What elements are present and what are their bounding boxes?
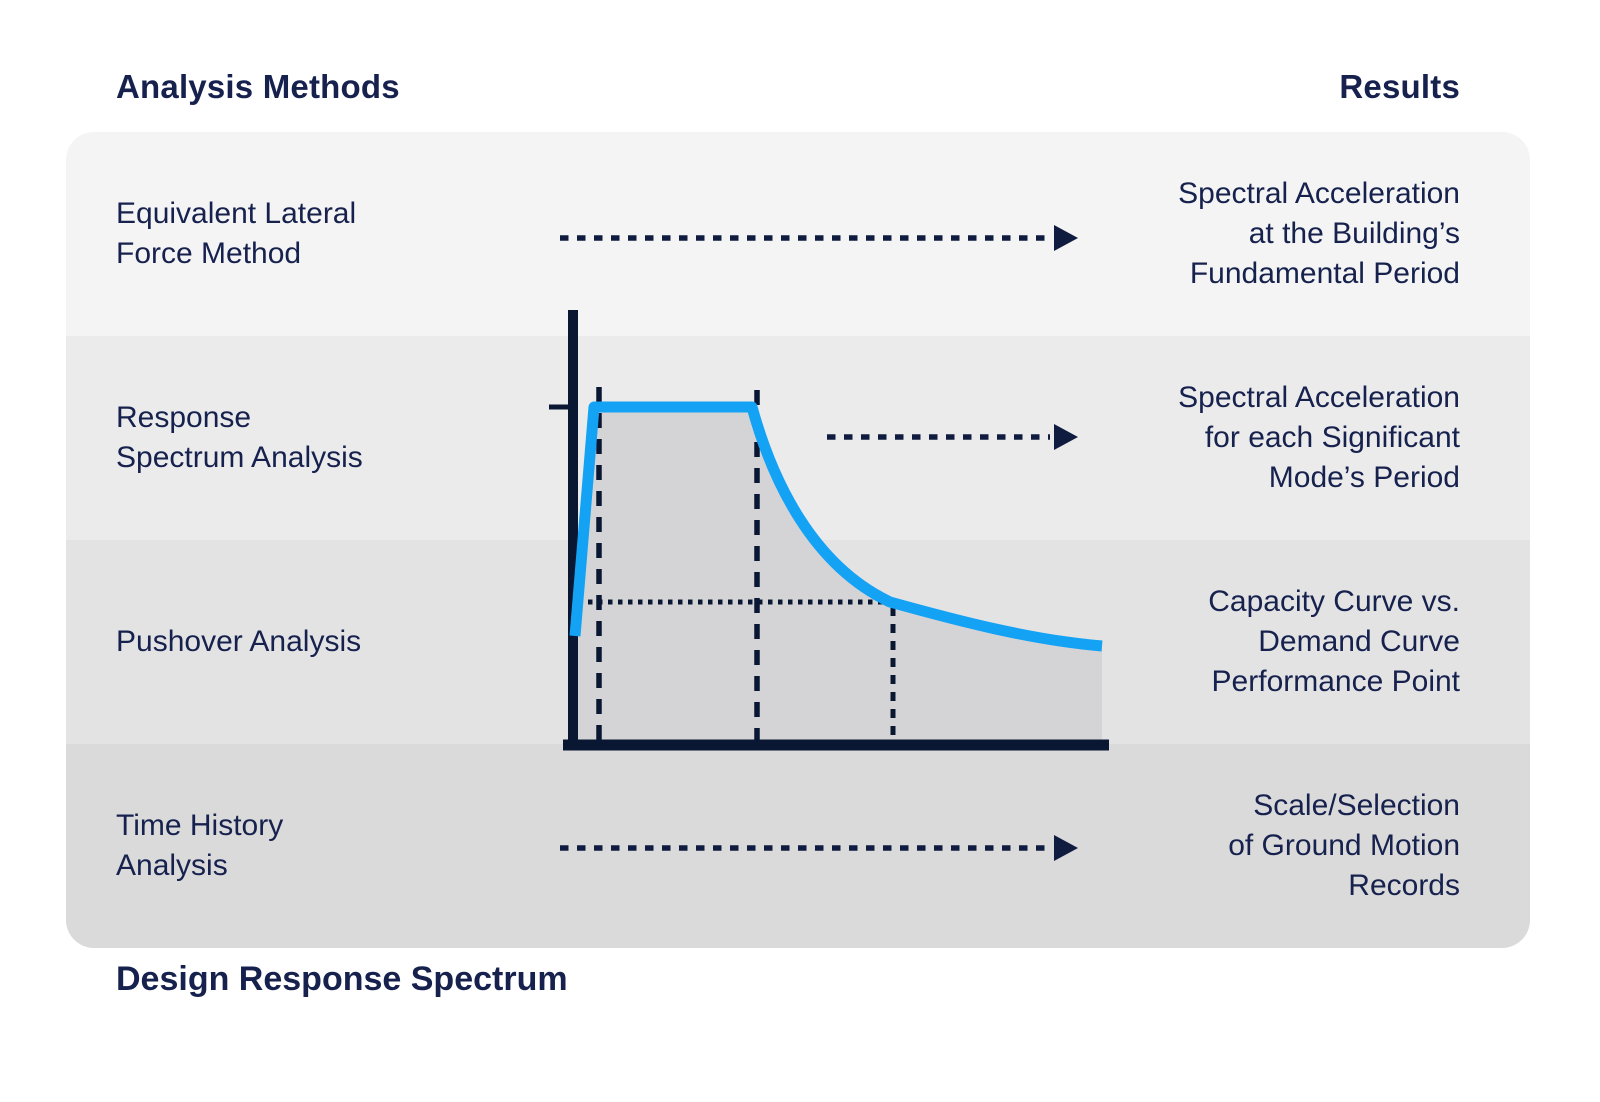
result-label-spectral-acceleration-fundamental: Spectral Acceleration at the Building’s … [1178,174,1460,294]
result-line: Performance Point [1211,665,1460,698]
method-line: Spectrum Analysis [116,441,363,474]
method-line: Response [116,401,252,434]
method-line: Pushover Analysis [116,625,362,658]
method-line: Analysis [116,849,228,882]
result-line: Mode’s Period [1268,461,1460,494]
row-equivalent-lateral-force-method: Equivalent Lateral Force Method Spectral… [66,132,1530,336]
rows-container: Equivalent Lateral Force Method Spectral… [66,132,1530,948]
row-time-history-analysis: Time History Analysis Scale/Selection of… [66,744,1530,948]
method-label-equivalent-lateral-force: Equivalent Lateral Force Method [116,194,356,274]
result-line: Fundamental Period [1189,257,1460,290]
result-label-spectral-acceleration-modes: Spectral Acceleration for each Significa… [1178,378,1460,498]
result-line: Scale/Selection [1253,789,1460,822]
result-label-ground-motion-records: Scale/Selection of Ground Motion Records [1228,786,1460,906]
column-header-results: Results [1339,68,1460,105]
result-line: for each Significant [1204,421,1460,454]
result-line: Demand Curve [1258,625,1460,658]
result-line: Spectral Acceleration [1178,177,1460,210]
result-line: of Ground Motion [1228,829,1460,862]
method-line: Time History [116,809,284,842]
result-line: Capacity Curve vs. [1208,585,1460,618]
method-line: Equivalent Lateral [116,197,357,230]
result-label-capacity-demand-curve: Capacity Curve vs. Demand Curve Performa… [1208,582,1460,702]
method-label-pushover: Pushover Analysis [116,622,361,662]
result-line: at the Building’s [1248,217,1460,250]
method-line: Force Method [116,237,302,270]
row-response-spectrum-analysis: Response Spectrum Analysis Spectral Acce… [66,336,1530,540]
method-label-time-history: Time History Analysis [116,806,283,886]
method-label-response-spectrum: Response Spectrum Analysis [116,398,363,478]
chart-caption: Design Response Spectrum [116,960,568,998]
row-pushover-analysis: Pushover Analysis Capacity Curve vs. Dem… [66,540,1530,744]
column-header-analysis-methods: Analysis Methods [116,68,400,105]
result-line: Records [1348,869,1460,902]
result-line: Spectral Acceleration [1178,381,1460,414]
